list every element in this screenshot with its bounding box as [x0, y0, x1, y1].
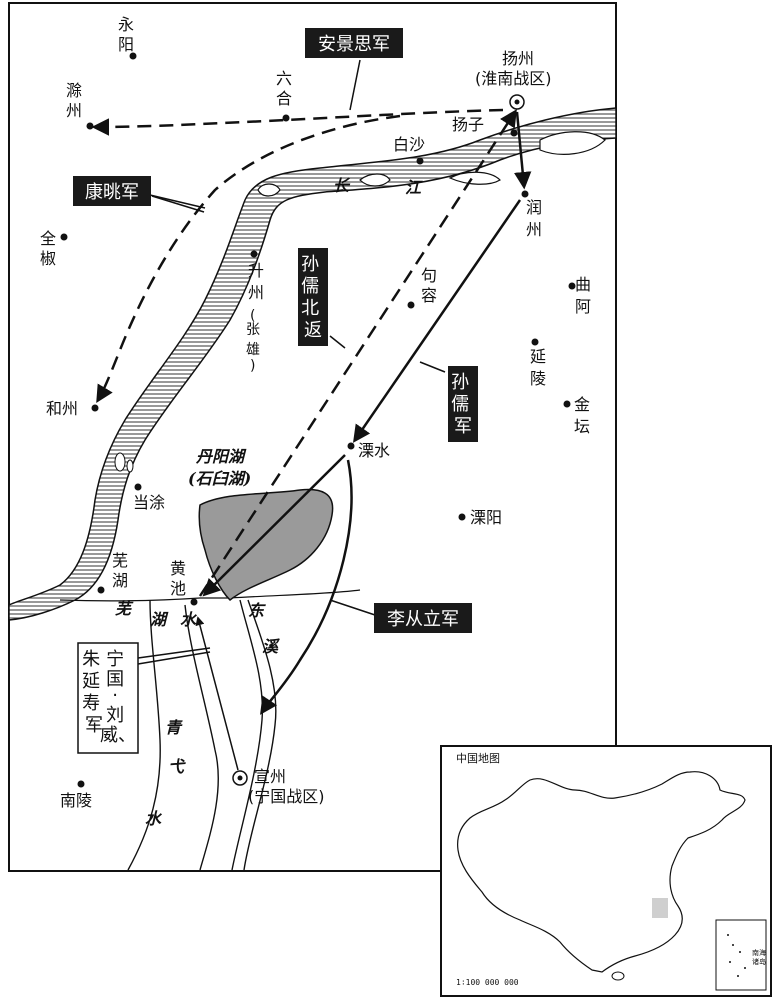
inset-china-map: 中国地图 1∶100 000 000 南海诸岛: [440, 745, 772, 997]
army-label-kang-wangjun: 康晀军: [73, 176, 151, 206]
label-shengzhou: 升州: [248, 261, 264, 302]
label-qua: 曲阿: [575, 275, 591, 316]
sun-ru-return-char-2: 儒: [301, 276, 319, 297]
route-sun-ru-return: [198, 109, 517, 597]
label-qingyi-3: 水: [145, 809, 163, 828]
sun-ru-return-char-3: 北: [301, 298, 319, 319]
svg-text:宁 国 · 刘: 宁 国 · 刘 威、: [100, 649, 136, 746]
label-danyang-lake-sub: (石臼湖): [188, 469, 251, 488]
label-wuhu-water-2: 湖: [150, 610, 169, 629]
route-kang-wangjun: [96, 114, 401, 404]
label-qingyi-1: 青: [165, 718, 183, 737]
inset-highlight-area: [652, 898, 668, 918]
label-baisha: 白沙: [393, 135, 425, 154]
army-label-an-jingsi: 安景思军: [305, 28, 403, 58]
label-jurong: 句容: [421, 266, 437, 305]
label-quanjiao: 全椒: [40, 229, 56, 268]
south-sea-islands: [727, 934, 746, 977]
label-xuanzhou-sub: (宁国战区): [248, 787, 325, 806]
label-wuhu-water-3: 水: [180, 610, 198, 629]
water-labels: 长 江 丹阳湖 (石臼湖) 芜 湖 水 东 溪 青 弋 水: [115, 176, 423, 828]
sun-ru-return-char-1: 孙: [301, 254, 319, 275]
label-nanling: 南陵: [60, 791, 92, 810]
label-liyang: 溧阳: [470, 508, 502, 527]
label-huangchi: 黄池: [170, 559, 186, 598]
route-li-congli: [260, 459, 353, 715]
label-wuhu: 芜湖: [112, 551, 128, 590]
label-shengzhou-sub: (张雄): [246, 308, 260, 374]
label-jintan: 金坛: [574, 395, 590, 436]
label-changjiang-1: 长: [333, 176, 351, 195]
sun-ru-return-char-4: 返: [304, 320, 322, 341]
army-label-sun-ru-return: 孙 儒 北 返: [298, 248, 328, 346]
label-runzhou: 润州: [526, 198, 542, 239]
label-yangzhou: 扬州: [502, 49, 534, 68]
label-yongyang: 永阳: [118, 15, 134, 54]
label-hezhou: 和州: [46, 399, 78, 418]
south-sea-label: 南海诸岛: [752, 948, 766, 966]
china-outline: [457, 771, 746, 973]
label-dongxi-1: 东: [248, 601, 266, 620]
route-ningguo: [195, 616, 239, 771]
svg-text:李从立军: 李从立军: [387, 609, 459, 630]
svg-text:朱 延 寿 军: 朱 延 寿 军: [82, 649, 106, 736]
label-chuzhou: 滁州: [66, 81, 82, 120]
inset-scale: 1∶100 000 000: [456, 978, 519, 987]
army-label-li-congli: 李从立军: [374, 603, 472, 633]
label-xuanzhou: 宣州: [254, 767, 286, 786]
route-sun-ru: [353, 199, 522, 443]
capital-markers: [232, 94, 525, 786]
army-label-sun-ru: 孙 儒 军: [448, 366, 478, 442]
south-sea-inset: [715, 919, 767, 991]
danyang-lake: [198, 488, 334, 602]
label-dangtu: 当涂: [133, 493, 165, 512]
label-yangzi: 扬子: [452, 115, 484, 134]
svg-text:康晀军: 康晀军: [85, 182, 139, 203]
label-yangzhou-sub: (淮南战区): [475, 69, 552, 88]
svg-text:孙 儒 北 返: 孙 儒 北 返: [301, 254, 325, 341]
label-dongxi-2: 溪: [262, 637, 280, 656]
army-label-ningguo: 宁 国 · 刘 威、 朱 延 寿 军: [77, 642, 139, 754]
label-wuhu-water-1: 芜: [115, 599, 134, 618]
label-lishui: 溧水: [358, 441, 390, 460]
svg-text:孙 儒 军: 孙 儒 军: [451, 372, 475, 437]
city-markers: [60, 52, 576, 788]
label-danyang-lake: 丹阳湖: [195, 447, 247, 466]
inset-title: 中国地图: [456, 752, 500, 765]
label-yanling: 延陵: [530, 347, 546, 388]
svg-text:安景思军: 安景思军: [318, 34, 390, 55]
route-an-jingsi: [91, 108, 504, 136]
label-liuhe: 六合: [276, 69, 292, 108]
yangtze-river: [8, 107, 617, 621]
label-qingyi-2: 弋: [168, 757, 186, 776]
army-routes: [91, 108, 532, 771]
label-leaders: [137, 59, 446, 665]
tributary-rivers: [127, 599, 277, 871]
city-labels: 永阳 滁州 六合 扬州 (淮南战区) 扬子 白沙 润州 全椒 升州 (张雄) 句…: [40, 15, 591, 810]
label-changjiang-2: 江: [405, 178, 423, 197]
